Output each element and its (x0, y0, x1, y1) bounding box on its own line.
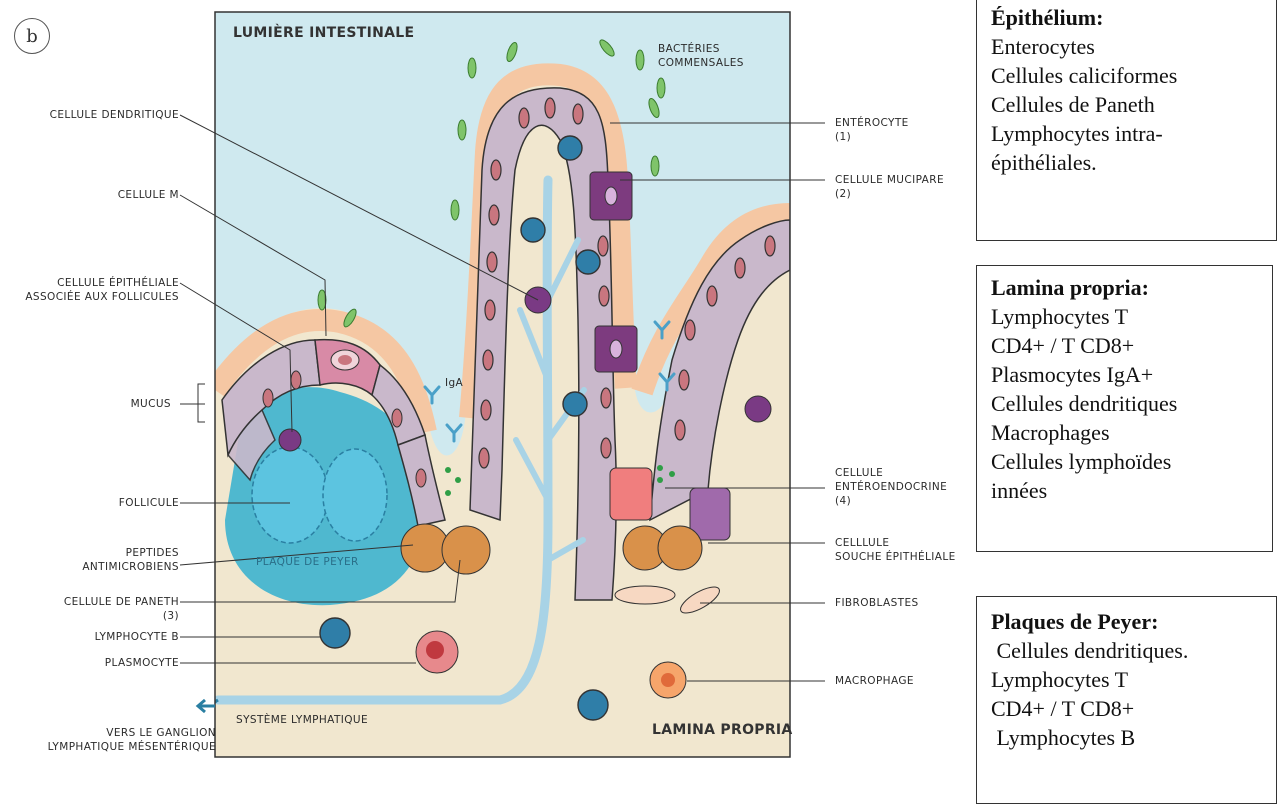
label-follicule: FOLLICULE (119, 496, 179, 510)
label-mucipare: CELLULE MUCIPARE(2) (835, 173, 944, 201)
box-item: Cellules dendritiques (991, 389, 1258, 418)
box-epithelium: Épithélium: Enterocytes Cellules calicif… (976, 0, 1277, 241)
label-fibroblastes: FIBROBLASTES (835, 596, 919, 610)
box-epithelium-title: Épithélium: (991, 3, 1262, 32)
dendritic-cell-peyer (279, 429, 301, 451)
label-mucus: MUCUS (131, 397, 171, 411)
box-item: Cellules de Paneth (991, 90, 1262, 119)
box-item: innées (991, 476, 1258, 505)
box-item: Macrophages (991, 418, 1258, 447)
lamina-title: LAMINA PROPRIA (652, 722, 793, 738)
box-item: Cellules dendritiques. (991, 636, 1262, 665)
box-item: Lymphocytes T (991, 302, 1258, 331)
label-enterocyte: ENTÉROCYTE(1) (835, 116, 909, 144)
box-item: Enterocytes (991, 32, 1262, 61)
fibroblast (615, 586, 675, 604)
lymph-system-label: SYSTÈME LYMPHATIQUE (236, 713, 368, 727)
follicle-right (323, 449, 387, 541)
lumen-title: LUMIÈRE INTESTINALE (233, 25, 414, 41)
box-item: épithéliales. (991, 148, 1262, 177)
arrow-to-ganglion-icon (198, 700, 215, 712)
box-item: Plasmocytes IgA+ (991, 360, 1258, 389)
box-item: Lymphocytes intra- (991, 119, 1262, 148)
label-cellule-m: CELLULE M (118, 188, 179, 202)
label-paneth: CELLULE DE PANETH(3) (64, 595, 179, 623)
label-lympho-b: LYMPHOCYTE B (95, 630, 179, 644)
label-dendritique: CELLULE DENDRITIQUE (50, 108, 179, 122)
plaque-label: PLAQUE DE PEYER (256, 555, 359, 569)
b-lymphocyte (320, 618, 350, 648)
follicle-left (252, 447, 328, 543)
label-plasmocyte: PLASMOCYTE (105, 656, 179, 670)
box-item: CD4+ / T CD8+ (991, 694, 1262, 723)
box-item: Lymphocytes B (991, 723, 1262, 752)
box-lamina-title: Lamina propria: (991, 273, 1258, 302)
label-macrophage: MACROPHAGE (835, 674, 914, 688)
box-lamina: Lamina propria: Lymphocytes T CD4+ / T C… (976, 265, 1273, 552)
box-item: Cellules caliciformes (991, 61, 1262, 90)
box-item: CD4+ / T CD8+ (991, 331, 1258, 360)
iga-label: IgA (445, 376, 463, 390)
box-peyer-title: Plaques de Peyer: (991, 607, 1262, 636)
box-peyer: Plaques de Peyer: Cellules dendritiques.… (976, 596, 1277, 804)
box-item: Lymphocytes T (991, 665, 1262, 694)
enteroendocrine-cell (610, 468, 652, 520)
box-item: Cellules lymphoïdes (991, 447, 1258, 476)
